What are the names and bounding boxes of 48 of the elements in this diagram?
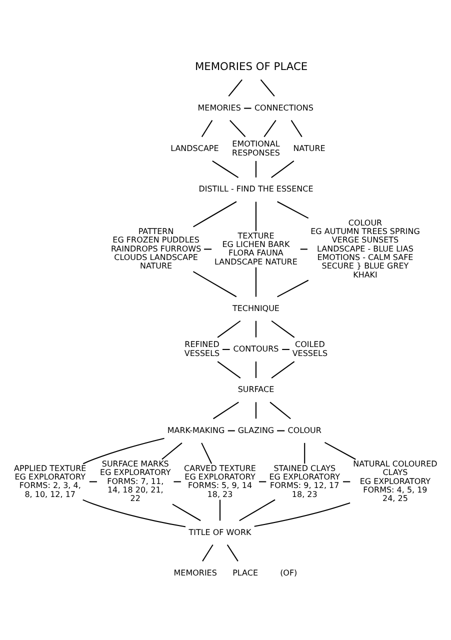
connector <box>255 201 257 231</box>
connector <box>255 320 257 337</box>
connector <box>213 401 239 419</box>
connector <box>277 430 285 431</box>
connector <box>212 160 239 178</box>
connector <box>255 160 257 177</box>
connector <box>270 401 291 419</box>
connector <box>271 160 294 178</box>
connector <box>254 502 350 526</box>
connector <box>226 544 238 561</box>
connector <box>255 266 257 296</box>
connector <box>282 348 290 350</box>
connector <box>89 480 97 482</box>
connector <box>202 544 214 561</box>
connector <box>230 119 246 137</box>
connector <box>228 430 235 431</box>
connector <box>193 200 237 227</box>
connector <box>259 480 266 482</box>
connector <box>162 442 182 460</box>
connector <box>228 78 242 96</box>
connector <box>82 437 164 464</box>
connector <box>290 120 302 137</box>
connector <box>174 480 181 482</box>
connector <box>201 120 213 137</box>
connector <box>271 320 295 338</box>
connector <box>277 200 309 218</box>
connector <box>217 360 241 378</box>
connector <box>201 442 212 464</box>
connector <box>300 248 308 250</box>
connector <box>255 402 257 418</box>
connector <box>222 348 230 350</box>
connector <box>343 480 350 482</box>
connector <box>239 498 276 521</box>
connector <box>204 248 212 250</box>
connector <box>264 120 276 137</box>
connector <box>260 78 275 96</box>
connector <box>219 499 221 520</box>
connector <box>271 360 295 378</box>
connector <box>255 361 257 378</box>
node-text: MEMORIES OF PLACE <box>194 60 308 73</box>
connector <box>304 442 306 464</box>
connector <box>277 279 309 297</box>
connector <box>217 320 241 338</box>
connector <box>324 441 356 460</box>
connector <box>192 270 237 297</box>
connector <box>82 498 186 527</box>
connector <box>172 503 201 521</box>
connector <box>244 107 252 108</box>
